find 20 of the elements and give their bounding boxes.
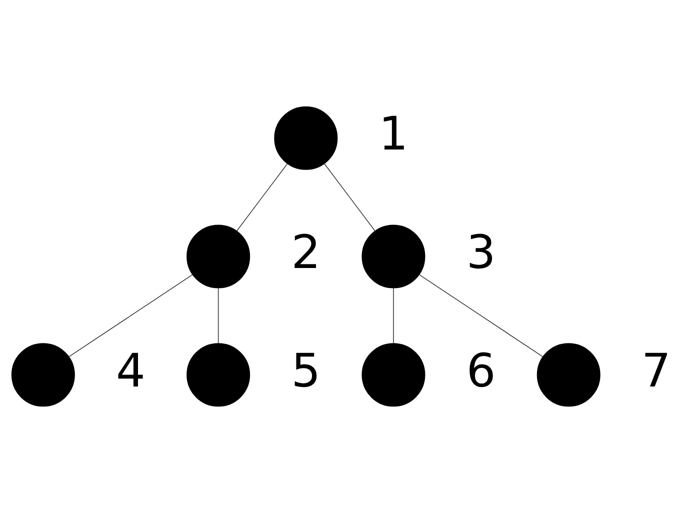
node-label: 1	[378, 106, 408, 160]
node-circle	[186, 342, 250, 406]
connector	[393, 287, 394, 344]
node-label: 7	[642, 342, 671, 397]
connector	[68, 274, 193, 357]
node-label: 5	[291, 342, 321, 397]
connector	[236, 162, 288, 232]
node-circle	[536, 342, 600, 406]
connector	[418, 274, 544, 357]
node-label: 2	[291, 224, 321, 278]
node-circle	[274, 106, 338, 170]
node-circle	[11, 342, 75, 406]
node-label: 4	[116, 342, 146, 397]
connector	[218, 287, 219, 344]
node-label: 6	[466, 342, 496, 397]
node-circle	[362, 342, 426, 406]
node-label: 3	[466, 224, 496, 278]
connector	[324, 162, 376, 232]
node-circle	[186, 224, 250, 288]
node-circle	[362, 224, 426, 288]
